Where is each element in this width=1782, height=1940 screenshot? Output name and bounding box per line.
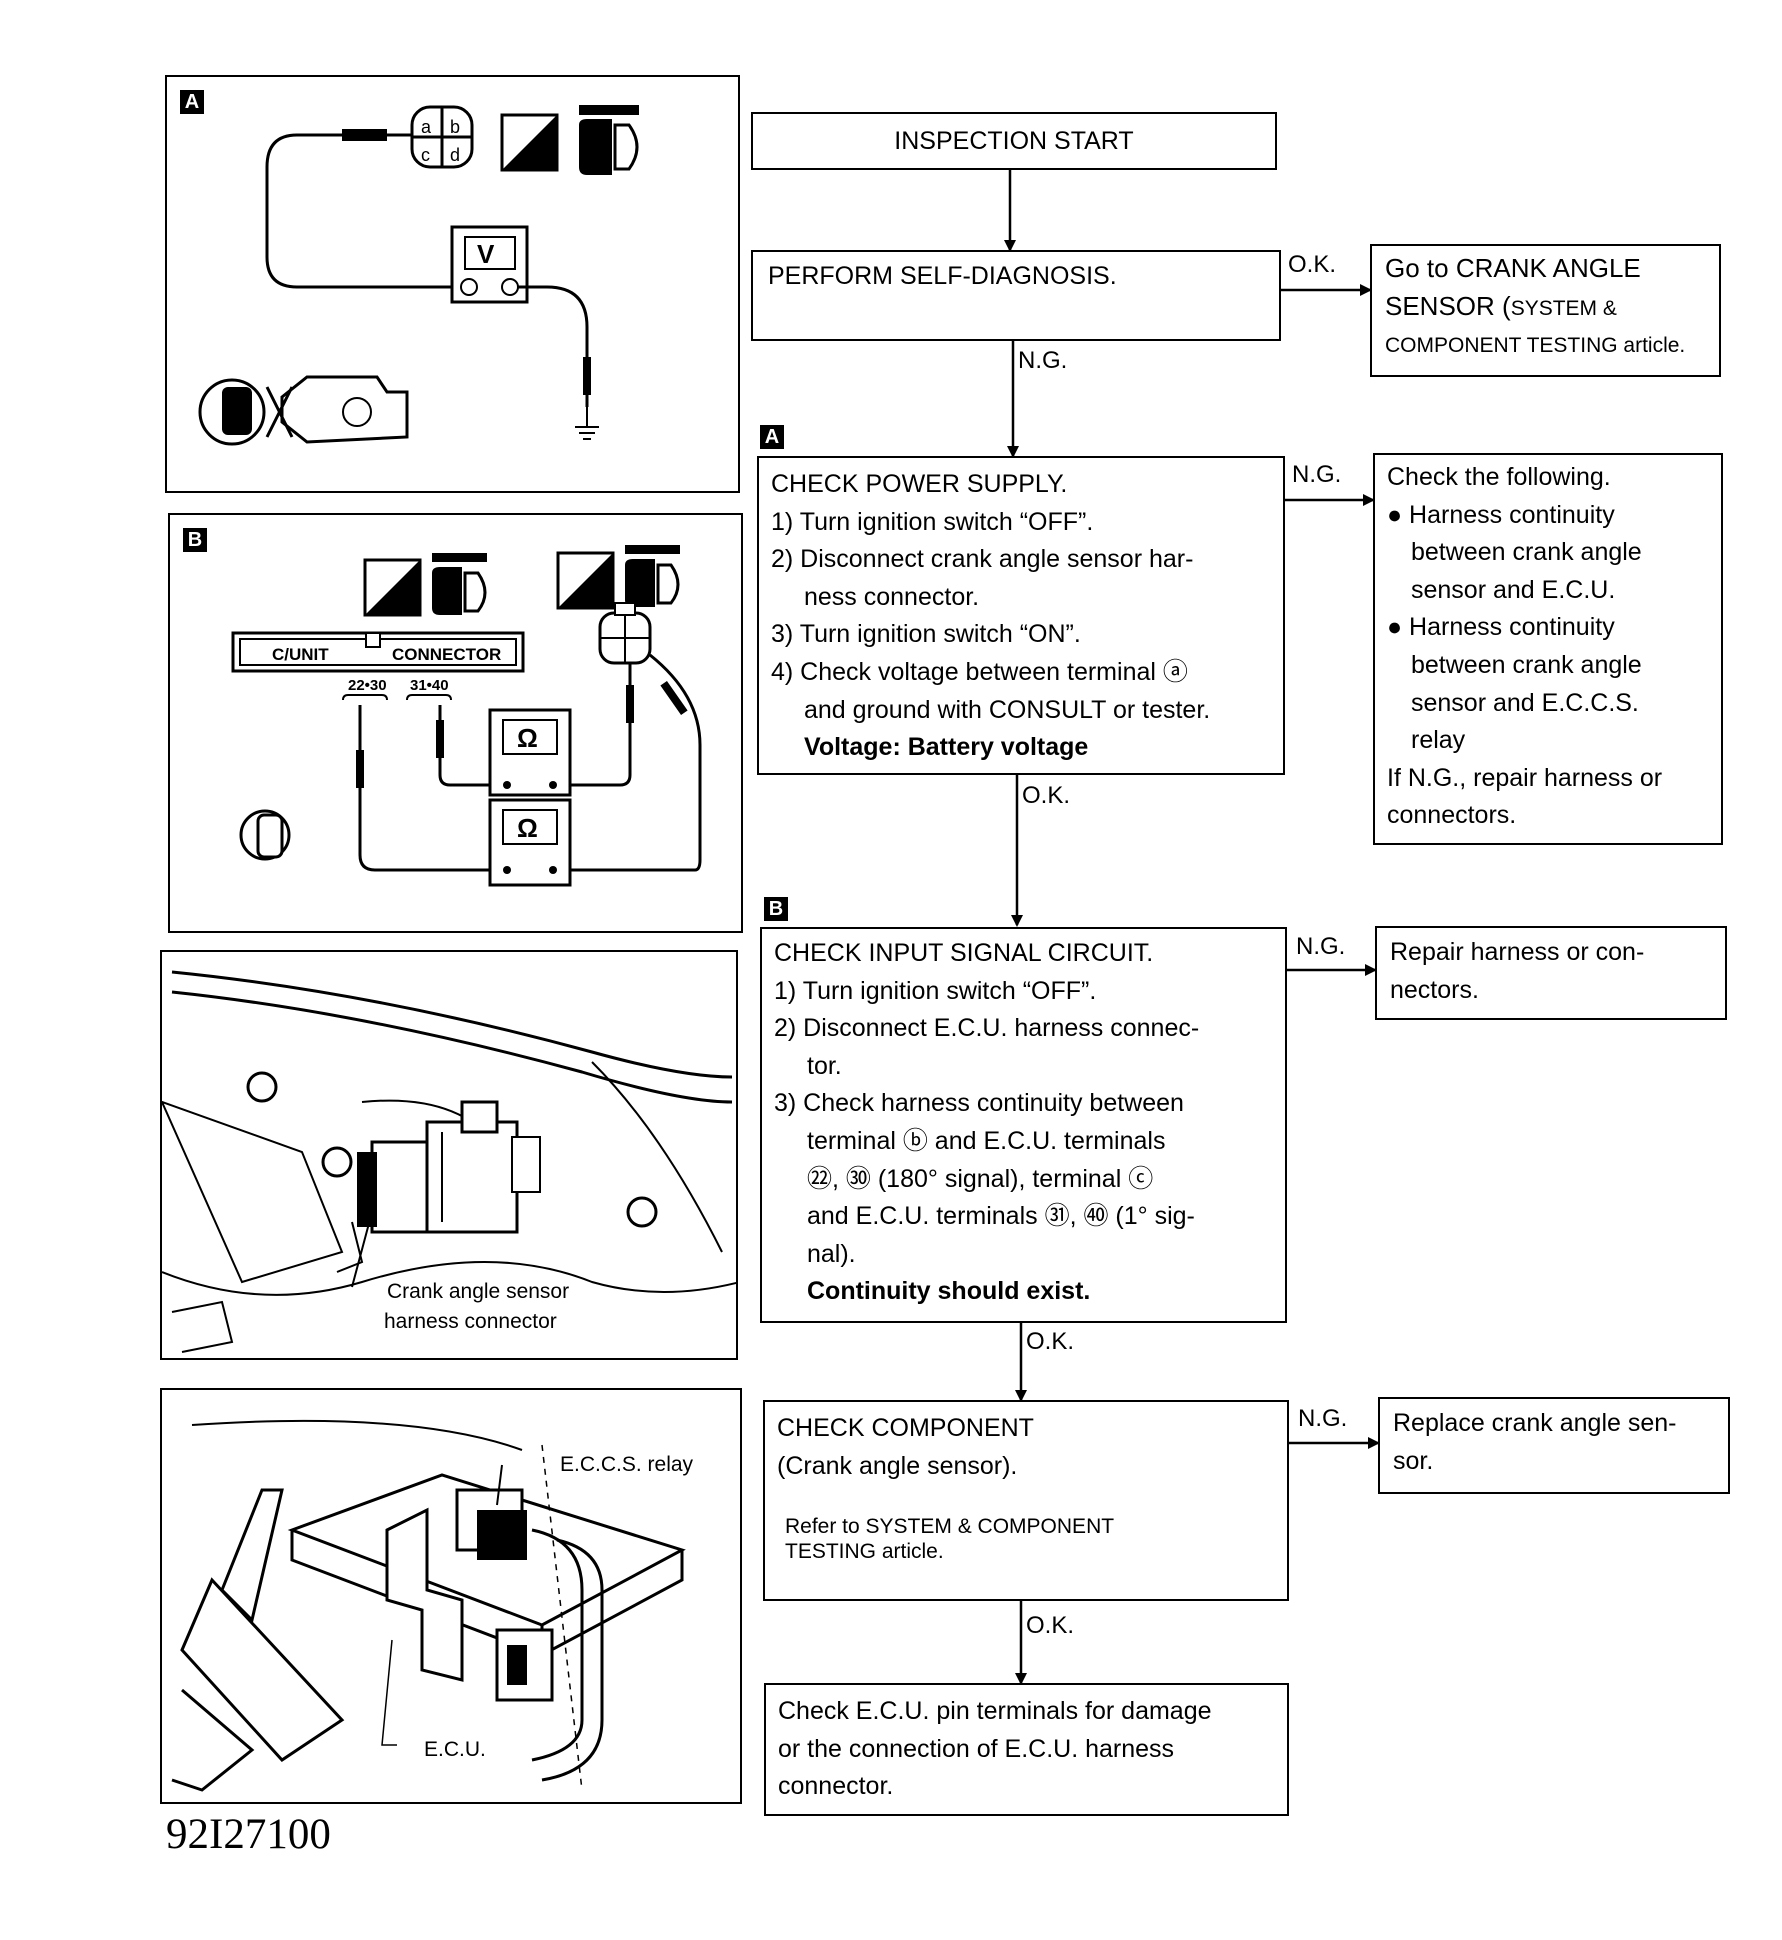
goto-crank-angle-box: Go to CRANK ANGLE SENSOR (SYSTEM & COMPO… bbox=[1370, 244, 1721, 377]
final-line3: connector. bbox=[778, 1772, 894, 1801]
input-step1: 1) Turn ignition switch “OFF”. bbox=[774, 976, 1097, 1005]
self-diagnosis-label: PERFORM SELF-DIAGNOSIS. bbox=[768, 262, 1117, 290]
component-ok-label: O.K. bbox=[1026, 1612, 1075, 1639]
input-spec: Continuity should exist. bbox=[807, 1277, 1091, 1306]
input-step2b: tor. bbox=[807, 1051, 842, 1080]
final-line2: or the connection of E.C.U. harness bbox=[778, 1734, 1175, 1763]
photo1-caption-line1: Crank angle sensor bbox=[387, 1280, 570, 1303]
input-step3e: nal). bbox=[807, 1239, 856, 1268]
flow-tag-a: A bbox=[760, 425, 784, 449]
inspection-start-box: INSPECTION START bbox=[751, 112, 1277, 170]
goto-line1: Go to CRANK ANGLE bbox=[1385, 253, 1641, 283]
check-input-signal-box: CHECK INPUT SIGNAL CIRCUIT. 1) Turn igni… bbox=[760, 927, 1287, 1323]
power-step4: 4) Check voltage between terminal ⓐ bbox=[771, 657, 1188, 686]
diag-ok-label: O.K. bbox=[1288, 251, 1337, 278]
input-ng-label: N.G. bbox=[1296, 933, 1346, 960]
final-line1: Check E.C.U. pin terminals for damage bbox=[778, 1697, 1212, 1725]
ecu-label: E.C.U. bbox=[424, 1738, 486, 1761]
power-ng-label: N.G. bbox=[1292, 461, 1342, 488]
check-ecu-pins-box: Check E.C.U. pin terminals for damage or… bbox=[764, 1683, 1289, 1816]
input-step3c: ㉒, ㉚ (180° signal), terminal ⓒ bbox=[807, 1164, 1154, 1193]
pin-b-label: b bbox=[450, 117, 460, 137]
component-title: CHECK COMPONENT bbox=[777, 1414, 1034, 1442]
following-item2: ● Harness continuity bbox=[1387, 613, 1615, 642]
component-ref2: TESTING article. bbox=[785, 1540, 944, 1563]
panel-a-voltage-check: A a b c d V bbox=[165, 75, 740, 493]
component-ng-label: N.G. bbox=[1298, 1405, 1348, 1432]
following-title: Check the following. bbox=[1387, 463, 1611, 491]
panel-a-schematic: a b c d V bbox=[198, 105, 639, 446]
flow-tag-b: B bbox=[764, 897, 788, 921]
c-unit-label: C/UNIT bbox=[272, 645, 329, 664]
goto-line2: SENSOR ( bbox=[1385, 290, 1511, 321]
power-step2: 2) Disconnect crank angle sensor har- bbox=[771, 545, 1194, 574]
panel-a-tag: A bbox=[180, 90, 204, 114]
following-repair: If N.G., repair harness or bbox=[1387, 763, 1663, 792]
panel-b-schematic: C/UNIT CONNECTOR 22•30 31•40 Ω Ω bbox=[231, 545, 702, 887]
photo1-caption-line2: harness connector bbox=[384, 1310, 557, 1333]
panel-b-tag: B bbox=[183, 528, 207, 552]
input-step3: 3) Check harness continuity between bbox=[774, 1089, 1184, 1118]
power-step4b: and ground with CONSULT or tester. bbox=[804, 695, 1211, 724]
input-ok-label: O.K. bbox=[1026, 1328, 1075, 1355]
power-step3: 3) Turn ignition switch “ON”. bbox=[771, 620, 1081, 649]
input-title: CHECK INPUT SIGNAL CIRCUIT. bbox=[774, 939, 1154, 967]
following-item1c: sensor and E.C.U. bbox=[1411, 575, 1616, 604]
power-step1: 1) Turn ignition switch “OFF”. bbox=[771, 507, 1094, 536]
photo-crank-angle-sensor: Crank angle sensor harness connector bbox=[160, 950, 738, 1360]
replace-line2: sor. bbox=[1393, 1446, 1434, 1475]
check-component-box: CHECK COMPONENT (Crank angle sensor). Re… bbox=[763, 1400, 1289, 1601]
repair-line2: nectors. bbox=[1390, 975, 1479, 1004]
connector-label: CONNECTOR bbox=[392, 645, 501, 664]
photo-ecu-location: E.C.C.S. relay E.C.U. bbox=[160, 1388, 742, 1804]
power-spec: Voltage: Battery voltage bbox=[804, 733, 1089, 762]
self-diagnosis-box: PERFORM SELF-DIAGNOSIS. bbox=[751, 250, 1281, 341]
panel-b-continuity-check: B C/UNIT CONNECTOR 22•30 31•40 bbox=[168, 513, 743, 933]
check-power-supply-box: CHECK POWER SUPPLY. 1) Turn ignition swi… bbox=[757, 456, 1285, 775]
diag-ng-label: N.G. bbox=[1018, 347, 1068, 374]
component-subtitle: (Crank angle sensor). bbox=[777, 1451, 1018, 1480]
repair-line1: Repair harness or con- bbox=[1390, 938, 1645, 966]
component-ref1: Refer to SYSTEM & COMPONENT bbox=[785, 1515, 1115, 1538]
check-following-box: Check the following. ● Harness continuit… bbox=[1373, 453, 1723, 845]
following-repair2: connectors. bbox=[1387, 801, 1517, 830]
inspection-start-label: INSPECTION START bbox=[894, 127, 1134, 155]
ohm-meter-2-label: Ω bbox=[517, 813, 538, 843]
goto-line3: COMPONENT TESTING article. bbox=[1385, 334, 1686, 358]
following-item1b: between crank angle bbox=[1411, 538, 1642, 567]
following-item1: ● Harness continuity bbox=[1387, 500, 1615, 529]
pin-d-label: d bbox=[450, 145, 460, 165]
input-step3d: and E.C.U. terminals ㉛, ㊵ (1° sig- bbox=[807, 1202, 1195, 1231]
power-step2b: ness connector. bbox=[804, 582, 980, 611]
pins-31-40-label: 31•40 bbox=[410, 677, 449, 694]
input-step3b: terminal ⓑ and E.C.U. terminals bbox=[807, 1126, 1166, 1155]
panel-a-meter-label: V bbox=[477, 239, 495, 269]
following-item2d: relay bbox=[1411, 726, 1466, 755]
pins-22-30-label: 22•30 bbox=[348, 677, 387, 694]
following-item2c: sensor and E.C.C.S. bbox=[1411, 688, 1639, 717]
replace-line1: Replace crank angle sen- bbox=[1393, 1409, 1677, 1437]
goto-line2-wrap: SENSOR (SYSTEM & bbox=[1385, 288, 1685, 328]
photo2-sketch bbox=[171, 1419, 686, 1792]
power-ok-label: O.K. bbox=[1022, 782, 1071, 809]
goto-line2b: SYSTEM & bbox=[1510, 296, 1617, 320]
eccs-relay-label: E.C.C.S. relay bbox=[560, 1453, 694, 1476]
repair-harness-box: Repair harness or con- nectors. bbox=[1375, 926, 1727, 1020]
replace-sensor-box: Replace crank angle sen- sor. bbox=[1378, 1397, 1730, 1494]
pin-c-label: c bbox=[421, 145, 430, 165]
document-id: 92I27100 bbox=[166, 1811, 331, 1858]
power-title: CHECK POWER SUPPLY. bbox=[771, 470, 1068, 498]
photo1-sketch bbox=[162, 970, 736, 1353]
pin-a-label: a bbox=[421, 117, 432, 137]
following-item2b: between crank angle bbox=[1411, 650, 1642, 679]
ohm-meter-1-label: Ω bbox=[517, 723, 538, 753]
input-step2: 2) Disconnect E.C.U. harness connec- bbox=[774, 1014, 1200, 1043]
